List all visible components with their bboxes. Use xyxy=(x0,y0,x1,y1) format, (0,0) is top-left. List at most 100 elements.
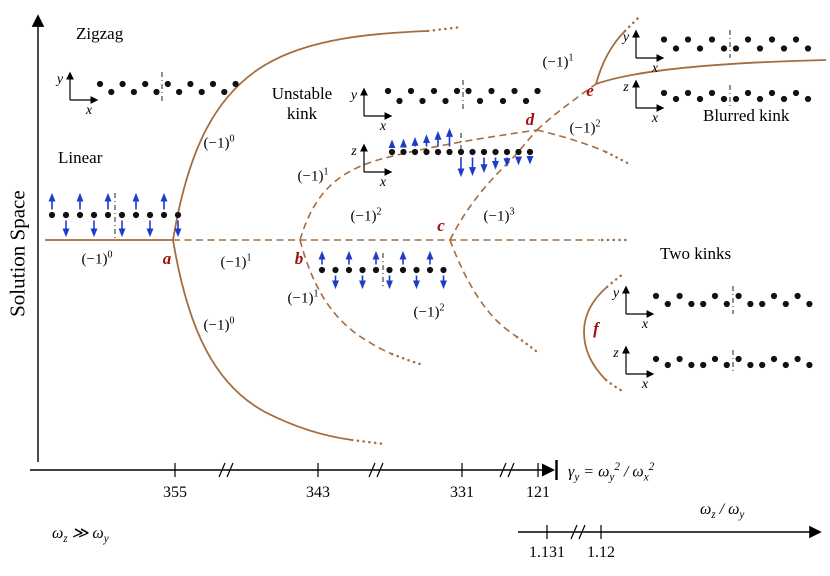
ion-dot xyxy=(209,80,217,88)
ion-dot xyxy=(430,87,438,95)
branch-parity-label-10: (−1)2 xyxy=(570,119,601,138)
ion-dot xyxy=(747,300,754,308)
bifurcation-point-b: b xyxy=(294,248,304,268)
ion-dot xyxy=(744,36,752,43)
ion-dot xyxy=(688,361,695,369)
zigzag-branch-lower-tail xyxy=(350,438,386,446)
omega-axis-break xyxy=(570,524,586,540)
parity-exponent: 3 xyxy=(509,206,515,218)
branch-c-lower xyxy=(449,239,518,338)
parity-base: (−1) xyxy=(81,251,108,268)
parity-base: (−1) xyxy=(350,208,377,225)
ion-dot xyxy=(756,95,764,103)
ion-dot xyxy=(118,211,126,219)
ion-dot xyxy=(386,266,393,274)
axis-break-3 xyxy=(499,462,515,478)
ion-dot xyxy=(792,36,800,43)
parity-base: (−1) xyxy=(203,317,230,334)
gamma-axis-arrowhead xyxy=(542,463,555,477)
ion-dot xyxy=(711,292,719,300)
branch-parity-label-3: (−1)3 xyxy=(484,207,515,226)
ion-dot xyxy=(457,148,465,156)
blurred-kink-branch-upper xyxy=(595,30,626,85)
ion-dot xyxy=(720,95,728,103)
ion-dot xyxy=(153,88,160,96)
parity-exponent: 2 xyxy=(595,118,601,130)
blurred-kink-z-chain: zx xyxy=(622,79,812,126)
ion-dot xyxy=(526,148,534,156)
ion-dot xyxy=(744,89,752,97)
ion-dot xyxy=(688,300,695,308)
ion-dot xyxy=(660,89,668,97)
ion-dot xyxy=(176,88,183,96)
branch-d-to-e xyxy=(536,83,597,131)
branch-parity-label-8: (−1)0 xyxy=(204,316,235,335)
ion-dot xyxy=(399,266,407,274)
ion-dot xyxy=(511,87,518,95)
ion-dot xyxy=(232,80,239,88)
ion-dot xyxy=(384,87,392,95)
ion-dot xyxy=(62,211,70,219)
ion-dot xyxy=(198,88,205,96)
zigzag-label: Zigzag xyxy=(76,24,124,43)
ion-dot xyxy=(534,87,541,95)
axes xyxy=(30,14,822,540)
parity-base: (−1) xyxy=(569,120,596,137)
ion-dot xyxy=(396,97,403,105)
ion-dot xyxy=(708,89,716,97)
parity-base: (−1) xyxy=(287,290,314,307)
ion-dot xyxy=(759,300,766,308)
branch-parity-label-7: (−1)2 xyxy=(414,303,445,322)
ion-dot xyxy=(400,148,407,156)
branch-b-upper xyxy=(299,129,538,241)
ion-dot xyxy=(770,292,778,300)
ion-dot xyxy=(660,36,668,43)
axes-horizontal-label: x xyxy=(85,103,93,118)
ion-dot xyxy=(108,88,115,96)
parity-exponent: 2 xyxy=(439,302,445,314)
ion-dot xyxy=(492,148,499,156)
ion-dot xyxy=(780,45,788,52)
branch-parity-label-1: (−1)1 xyxy=(298,167,329,186)
ion-dot xyxy=(782,361,789,369)
parity-base: (−1) xyxy=(413,304,440,321)
ion-dot xyxy=(332,266,339,274)
ion-dot xyxy=(780,95,788,103)
blurred-kink-label: Blurred kink xyxy=(703,106,790,125)
ion-dot xyxy=(515,148,522,156)
two-kinks-z-chain: zx xyxy=(612,345,813,392)
ion-dot xyxy=(768,36,776,43)
ion-dot xyxy=(476,97,484,105)
gamma-tick-label-121: 121 xyxy=(526,484,550,501)
ion-dot xyxy=(160,211,168,219)
two-kinks-label: Two kinks xyxy=(660,244,732,263)
bifurcation-point-a: a xyxy=(162,248,172,268)
ion-dot xyxy=(104,211,112,219)
ion-dot xyxy=(723,361,730,369)
axis-break-2 xyxy=(368,462,384,478)
ion-dot xyxy=(76,211,84,219)
ion-dot xyxy=(522,97,530,105)
gamma-axis-label: γy = ωy2 / ωx2 xyxy=(568,461,655,484)
blurred-kink-branch xyxy=(595,59,827,85)
zigzag-branch-upper-tail xyxy=(426,25,464,33)
ion-dot xyxy=(700,300,707,308)
bifurcation-point-d: d xyxy=(525,109,535,129)
linear-chain xyxy=(48,192,182,238)
ion-dot xyxy=(804,95,812,103)
parity-base: (−1) xyxy=(203,135,230,152)
parity-base: (−1) xyxy=(220,254,247,271)
omega-tick-label-1.12: 1.12 xyxy=(587,544,615,561)
ion-dot xyxy=(672,95,680,103)
branch-parity-label-4: (−1)0 xyxy=(82,250,113,269)
parity-exponent: 1 xyxy=(313,288,319,300)
branch-b-lower xyxy=(299,239,393,355)
parity-exponent: 1 xyxy=(246,252,252,264)
ion-dot xyxy=(720,45,728,52)
ion-dot xyxy=(676,292,683,300)
ion-dot xyxy=(759,361,766,369)
parity-base: (−1) xyxy=(483,208,510,225)
ion-dot xyxy=(442,97,449,105)
y-axis-title: Solution Space xyxy=(5,190,30,317)
